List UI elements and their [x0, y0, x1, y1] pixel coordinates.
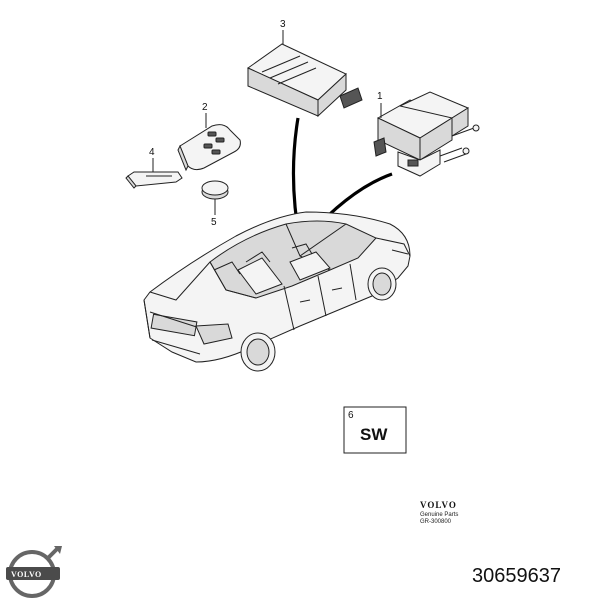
brand-block: VOLVO Genuine Parts GR-300800 [420, 500, 458, 525]
brand-line-2: GR-300800 [420, 519, 452, 525]
part-1-receiver-unit: 1 [373, 91, 480, 177]
logo-wordmark: VOLVO [11, 570, 42, 579]
part-number: 30659637 [472, 565, 561, 587]
brand-name: VOLVO [420, 500, 457, 510]
callout-5: 5 [211, 217, 217, 228]
callout-2: 2 [202, 102, 208, 113]
callout-3: 3 [280, 19, 286, 30]
part-2-key-fob: 2 [177, 102, 241, 172]
part-3-control-module: 3 [247, 19, 363, 118]
part-4-key-blade: 4 [125, 147, 183, 189]
brand-line-1: Genuine Parts [420, 512, 458, 518]
part-5-battery: 5 [201, 180, 229, 228]
car-illustration [143, 211, 411, 372]
sw-label: SW [360, 425, 388, 444]
callout-4: 4 [149, 147, 155, 158]
volvo-logo: VOLVO [6, 546, 62, 598]
callout-6: 6 [348, 410, 354, 421]
part-6-software-box: 6 SW [343, 406, 407, 454]
callout-1: 1 [377, 91, 383, 102]
